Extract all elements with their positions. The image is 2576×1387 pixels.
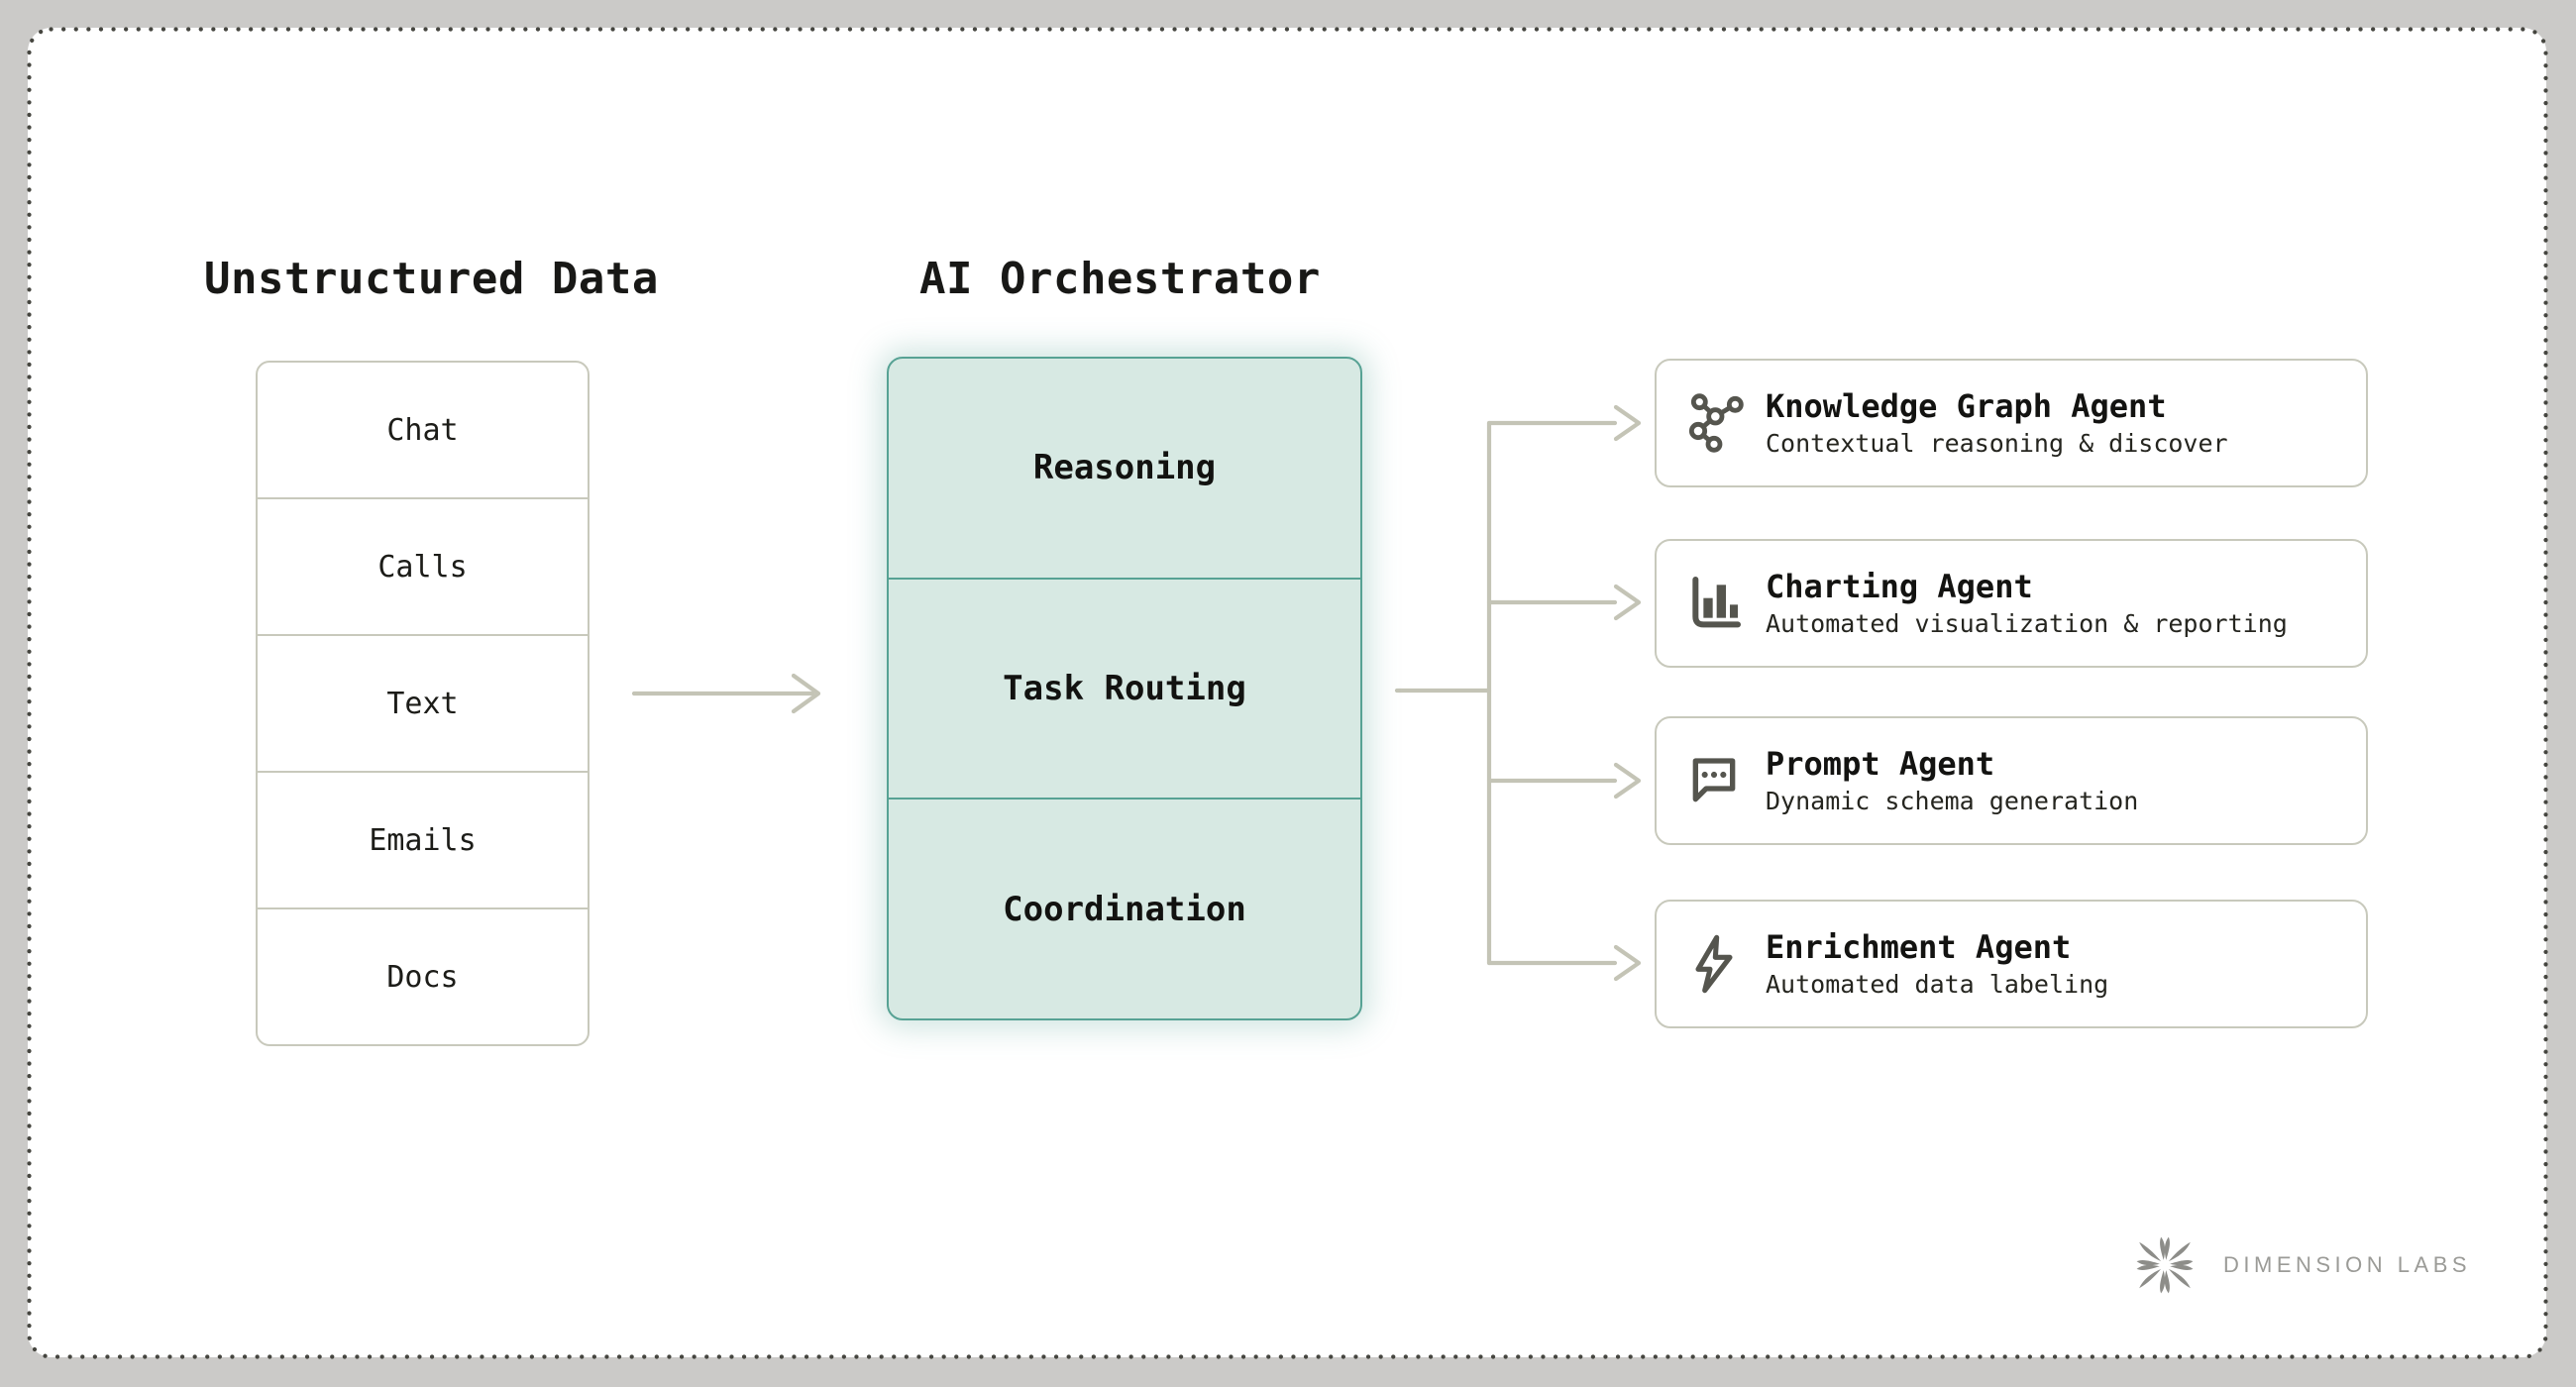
agent-title: Prompt Agent — [1766, 744, 1995, 783]
agent-title: Enrichment Agent — [1766, 927, 2072, 966]
source-item-calls: Calls — [258, 497, 588, 634]
agent-subtitle: Automated visualization & reporting — [1766, 608, 2288, 638]
agent-text: Prompt Agent Dynamic schema generation — [1766, 746, 2138, 816]
agent-text: Charting Agent Automated visualization &… — [1766, 569, 2288, 639]
brand-name: DIMENSION LABS — [2223, 1252, 2472, 1277]
charting-agent-card: Charting Agent Automated visualization &… — [1655, 539, 2368, 668]
source-item-docs: Docs — [258, 907, 588, 1044]
agent-subtitle: Contextual reasoning & discover — [1766, 428, 2228, 458]
stage-reasoning: Reasoning — [1032, 448, 1217, 488]
bar-chart-icon — [1692, 577, 1741, 628]
knowledge-graph-agent-card: Knowledge Graph Agent Contextual reasoni… — [1655, 359, 2368, 487]
agent-title: Charting Agent — [1766, 567, 2033, 605]
lightning-icon — [1695, 934, 1733, 994]
ai-orchestrator-box: Reasoning Task Routing Coordination — [887, 357, 1362, 1020]
source-item-emails: Emails — [258, 771, 588, 907]
agent-text: Knowledge Graph Agent Contextual reasoni… — [1766, 388, 2228, 459]
prompt-agent-card: Prompt Agent Dynamic schema generation — [1655, 716, 2368, 845]
agent-subtitle: Automated data labeling — [1766, 969, 2109, 999]
stage-task-routing: Task Routing — [889, 577, 1360, 799]
stage-coordination: Coordination — [889, 798, 1360, 1018]
brand-footer: DIMENSION LABS — [2132, 1234, 2471, 1296]
knowledge-graph-icon — [1688, 393, 1744, 453]
agent-subtitle: Dynamic schema generation — [1766, 786, 2139, 815]
agent-title: Knowledge Graph Agent — [1766, 386, 2167, 425]
source-item-chat: Chat — [386, 412, 459, 448]
unstructured-data-title: Unstructured Data — [204, 254, 659, 304]
speech-bubble-icon — [1692, 758, 1736, 802]
source-item-text: Text — [258, 634, 588, 771]
unstructured-data-stack: Chat Calls Text Emails Docs — [256, 361, 590, 1046]
enrichment-agent-card: Enrichment Agent Automated data labeling — [1655, 900, 2368, 1028]
ai-orchestrator-title: AI Orchestrator — [919, 254, 1321, 304]
agent-text: Enrichment Agent Automated data labeling — [1766, 929, 2108, 1000]
dimension-labs-ornament-icon — [2136, 1236, 2194, 1294]
